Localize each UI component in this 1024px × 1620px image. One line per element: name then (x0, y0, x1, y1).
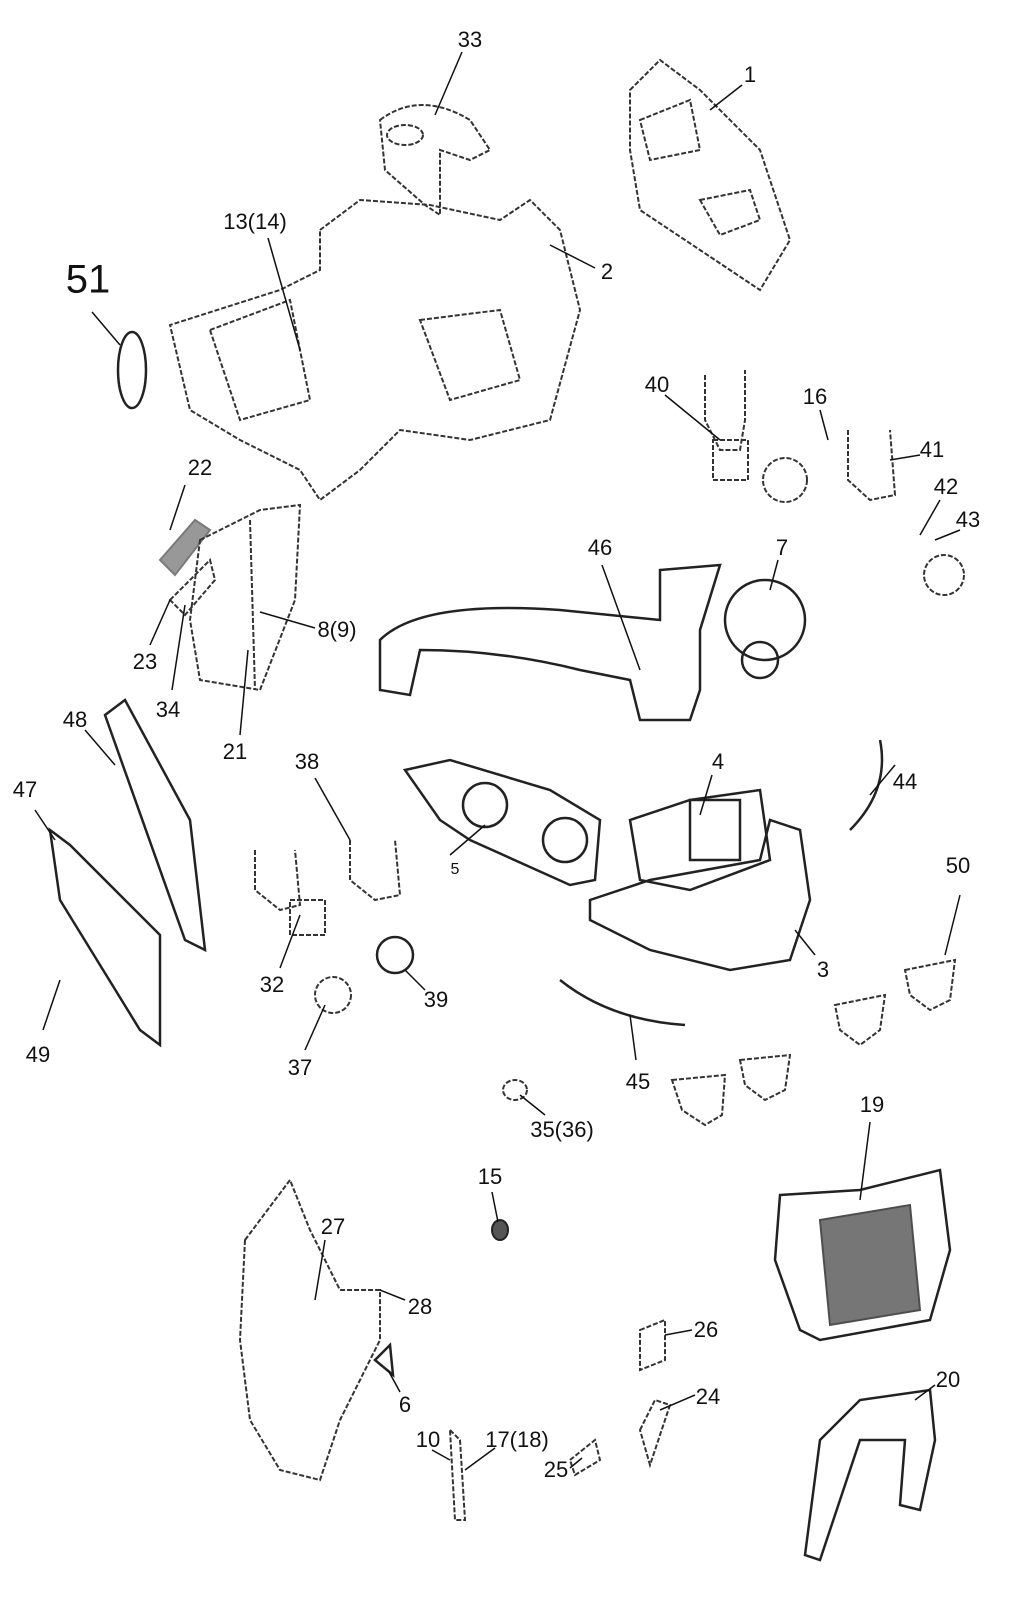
callout-51: 51 (65, 257, 111, 302)
callout-19: 19 (859, 1092, 885, 1117)
callout-48: 48 (62, 707, 88, 732)
part-45-trim (559, 979, 686, 1027)
callout-42: 42 (933, 474, 959, 499)
callout-4: 4 (711, 749, 725, 774)
callout-50: 50 (945, 853, 971, 878)
callout-35-36: 35(36) (530, 1117, 594, 1142)
callout-40: 40 (644, 372, 670, 397)
callout-37: 37 (287, 1055, 313, 1080)
callout-5: 5 (450, 861, 460, 878)
part-8-21-panel (188, 503, 302, 692)
callout-23: 23 (132, 649, 158, 674)
part-37-39-bulbs (314, 935, 415, 1014)
callout-16: 16 (802, 384, 828, 409)
part-4-heat-sink (628, 788, 772, 892)
callout-44: 44 (892, 769, 918, 794)
callout-46: 46 (587, 535, 613, 560)
callout-32: 32 (259, 972, 285, 997)
callout-7: 7 (775, 535, 789, 560)
part-44-trim (849, 739, 884, 831)
callout-45: 45 (625, 1069, 651, 1094)
part-35-bulb (502, 1079, 528, 1101)
leader-lines (34, 51, 961, 1471)
callout-34: 34 (155, 697, 181, 722)
callout-39: 39 (423, 987, 449, 1012)
callout-41: 41 (919, 437, 945, 462)
callout-25: 25 (543, 1457, 569, 1482)
part-19-mesh-panel (773, 1168, 952, 1342)
callout-3: 3 (816, 957, 830, 982)
part-5-headlight (402, 758, 602, 887)
callout-6: 6 (398, 1392, 412, 1417)
callout-43: 43 (955, 507, 981, 532)
callout-33: 33 (457, 27, 483, 52)
part-24-26-brackets (568, 1318, 672, 1477)
part-38-32-brackets (254, 839, 402, 936)
callout-49: 49 (25, 1042, 51, 1067)
callout-8-9: 8(9) (317, 617, 357, 642)
callout-20: 20 (935, 1367, 961, 1392)
part-10-17-bracket (448, 1427, 467, 1521)
callout-17-18: 17(18) (485, 1427, 549, 1452)
callout-10: 10 (415, 1427, 441, 1452)
part-40-41-brackets (704, 370, 965, 596)
callout-22: 22 (187, 455, 213, 480)
part-3-lower-cover (588, 818, 812, 972)
part-6-cap (373, 1342, 395, 1378)
callout-21: 21 (222, 739, 248, 764)
part-2-front-fairing (168, 198, 582, 502)
callout-27: 27 (320, 1214, 346, 1239)
part-50-lens (670, 958, 957, 1127)
callout-15: 15 (477, 1164, 503, 1189)
part-7-lamp (723, 578, 807, 680)
callout-26: 26 (693, 1317, 719, 1342)
part-46-handlebar-cover (378, 563, 722, 722)
callout-47: 47 (12, 777, 38, 802)
callout-13-14: 13(14) (223, 209, 287, 234)
callout-38: 38 (294, 749, 320, 774)
part-20-bracket (803, 1388, 937, 1562)
part-1-cover (629, 58, 792, 292)
part-15-clip (491, 1219, 509, 1241)
part-22-23-34-bracket (158, 518, 217, 617)
part-33-bracket (378, 104, 492, 217)
callout-28: 28 (407, 1294, 433, 1319)
callout-24: 24 (695, 1384, 721, 1409)
part-51-o-ring (116, 330, 148, 410)
part-27-frame (238, 1177, 381, 1482)
part-48-47-windows (48, 698, 207, 1048)
callout-1: 1 (743, 62, 757, 87)
callout-2: 2 (600, 259, 614, 284)
